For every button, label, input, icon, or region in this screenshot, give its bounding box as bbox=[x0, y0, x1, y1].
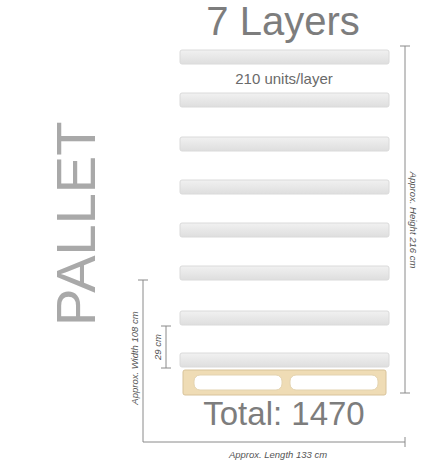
layer-height-label: 29 cm bbox=[153, 334, 163, 360]
wooden-pallet bbox=[183, 370, 386, 395]
height-dimension-label: Approx. Height 216 cm bbox=[408, 172, 418, 269]
layer-bar bbox=[180, 311, 389, 325]
layer-bar bbox=[180, 50, 389, 64]
total-count: Total: 1470 bbox=[203, 396, 364, 432]
layer-bar bbox=[180, 93, 389, 107]
height-dimension-label-wrap: Approx. Height 216 cm bbox=[406, 172, 424, 269]
diagram-title: 7 Layers bbox=[206, 0, 359, 43]
dimension-tick bbox=[400, 393, 410, 394]
length-dimension-label-wrap: Approx. Length 133 cm bbox=[229, 444, 327, 462]
dimension-tick bbox=[161, 326, 171, 327]
width-dimension bbox=[143, 280, 144, 442]
pallet-opening bbox=[194, 375, 282, 390]
length-dimension-label: Approx. Length 133 cm bbox=[229, 450, 327, 460]
pallet-opening bbox=[290, 375, 378, 390]
dimension-tick bbox=[405, 437, 406, 447]
width-dimension-label: Approx. Width 108 cm bbox=[130, 311, 140, 404]
layer-bar bbox=[180, 353, 389, 367]
layer-bar bbox=[180, 137, 389, 151]
height-dimension bbox=[405, 46, 406, 393]
dimension-tick bbox=[161, 368, 171, 369]
width-dimension-label-wrap: Approx. Width 108 cm bbox=[124, 311, 142, 404]
length-dimension bbox=[143, 442, 405, 443]
dimension-tick bbox=[138, 280, 148, 281]
total-count-wrap: Total: 1470 bbox=[203, 396, 364, 432]
layer-bars bbox=[180, 50, 389, 367]
pallet-word-wrap: PALLET bbox=[45, 122, 107, 326]
layer-bar bbox=[180, 223, 389, 237]
layer-height-dimension bbox=[166, 326, 167, 368]
layer-height-label-wrap: 29 cm bbox=[147, 334, 165, 360]
layer-bar bbox=[180, 180, 389, 194]
layer-bar bbox=[180, 266, 389, 280]
pallet-body bbox=[183, 370, 386, 395]
units-per-layer: 210 units/layer bbox=[235, 71, 333, 88]
pallet-word: PALLET bbox=[45, 122, 107, 326]
dimension-lines bbox=[138, 46, 410, 447]
units-per-layer-wrap: 210 units/layer bbox=[235, 70, 333, 88]
diagram-title-wrap: 7 Layers bbox=[206, 0, 359, 43]
dimension-tick bbox=[400, 46, 410, 47]
